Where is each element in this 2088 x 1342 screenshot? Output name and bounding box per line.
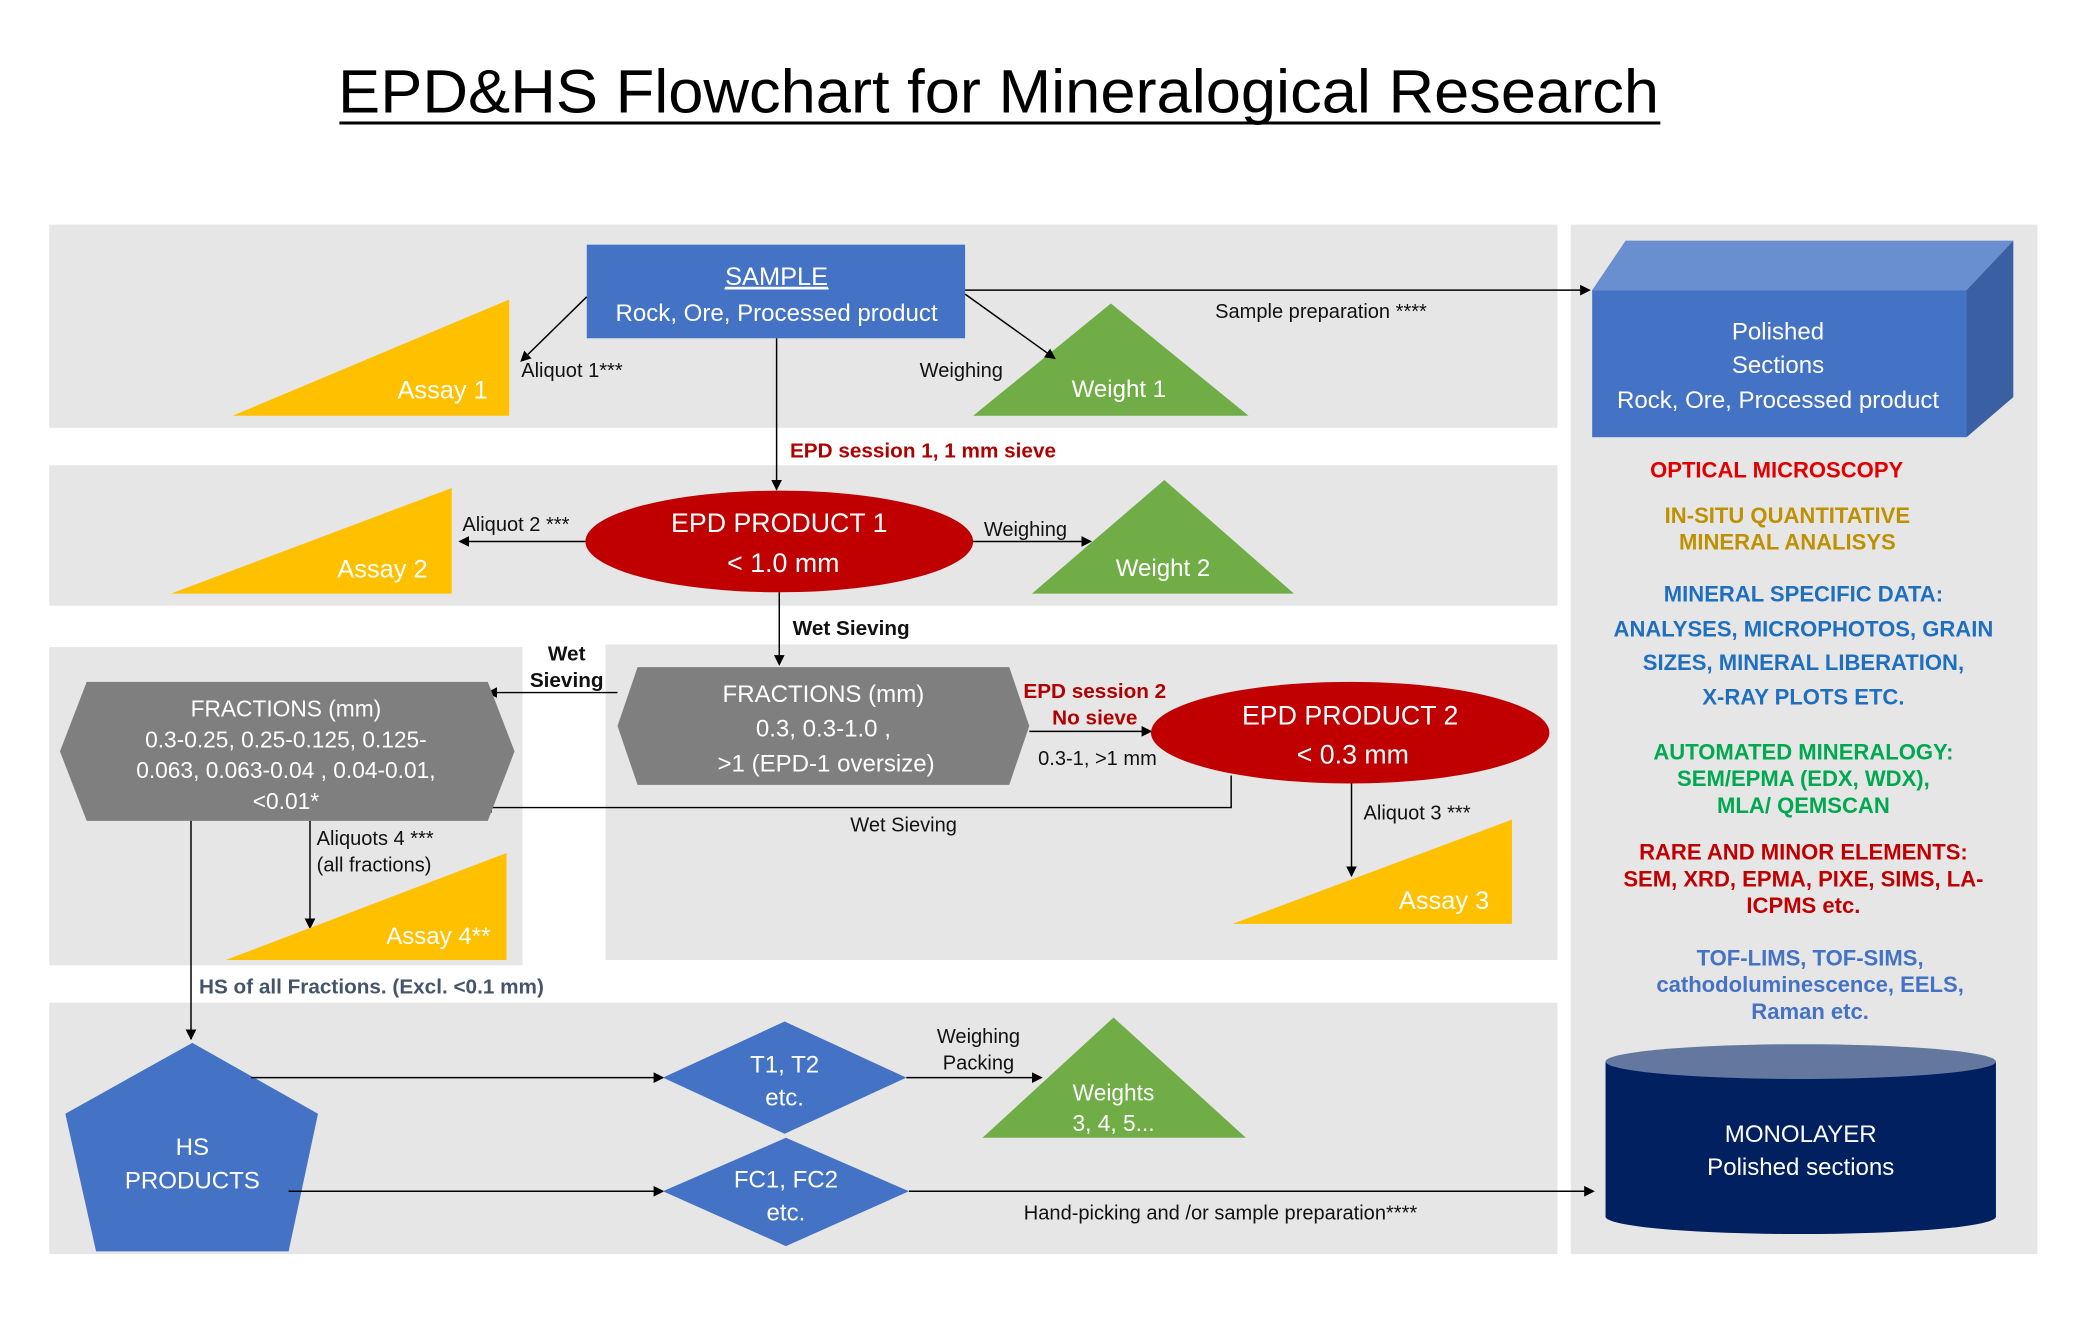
fc-products-line1: FC1, FC2	[734, 1166, 838, 1193]
weight1-node[interactable]: Weight 1	[973, 303, 1249, 416]
method-optical: OPTICAL MICROSCOPY	[1650, 457, 1903, 482]
wet-sieving-left-line2: Sieving	[530, 669, 604, 692]
sample-node[interactable]: SAMPLE Rock, Ore, Processed product	[586, 244, 966, 339]
method-mineral-line2: ANALYSES, MICROPHOTOS, GRAIN	[1614, 616, 1994, 641]
fractions-mid-line2: 0.3, 0.3-1.0 ,	[756, 716, 891, 743]
wet-sieving-main-label: Wet Sieving	[793, 617, 910, 640]
fractions-mid-node[interactable]: FRACTIONS (mm) 0.3, 0.3-1.0 , >1 (EPD-1 …	[617, 667, 1030, 785]
fractions-left-line3: 0.063, 0.063-0.04 , 0.04-0.01,	[136, 757, 435, 783]
fractions-left-line4: <0.01*	[253, 788, 319, 814]
wet-sieving-bottom-label: Wet Sieving	[850, 815, 957, 837]
method-mineral-line3: SIZES, MINERAL LIBERATION,	[1643, 650, 1964, 675]
epd-product1-line1: EPD PRODUCT 1	[671, 508, 887, 538]
method-insitu-line2: MINERAL ANALISYS	[1679, 530, 1896, 555]
arrow-sample-to-assay1	[520, 296, 588, 362]
sample-heading: SAMPLE	[725, 263, 828, 291]
fractions-mid-line1: FRACTIONS (mm)	[723, 681, 925, 708]
weighing2-label: Weighing	[984, 519, 1067, 541]
monolayer-node[interactable]: MONOLAYER Polished sections	[1605, 1044, 1996, 1235]
polished-sections-node[interactable]: Polished Sections Rock, Ore, Processed p…	[1592, 240, 2014, 438]
hs-products-line1: HS	[176, 1134, 209, 1161]
method-tof-line1: TOF-LIMS, TOF-SIMS,	[1697, 945, 1924, 970]
t-products-line1: T1, T2	[750, 1051, 819, 1078]
hs-products-node[interactable]: HS PRODUCTS	[65, 1042, 319, 1252]
assay4-label: Assay 4**	[386, 923, 490, 950]
method-automated-line2: SEM/EPMA (EDX, WDX),	[1677, 766, 1930, 791]
polished-line2: Sections	[1732, 352, 1824, 379]
method-rare-line3: ICPMS etc.	[1746, 893, 1860, 918]
fc-products-line2: etc.	[767, 1200, 806, 1227]
epd-product2-node[interactable]: EPD PRODUCT 2 < 0.3 mm	[1150, 681, 1550, 784]
handpicking-label: Hand-picking and /or sample preparation*…	[1024, 1202, 1418, 1224]
aliquot2-label: Aliquot 2 ***	[462, 514, 569, 536]
wet-sieving-left-line1: Wet	[548, 642, 586, 665]
weight1-label: Weight 1	[1072, 376, 1166, 403]
polished-line3: Rock, Ore, Processed product	[1617, 387, 1939, 414]
aliquot3-label: Aliquot 3 ***	[1364, 803, 1471, 825]
aliquots4-line1: Aliquots 4 ***	[317, 828, 434, 850]
to-epd2-label: 0.3-1, >1 mm	[1038, 748, 1157, 770]
method-tof-line3: Raman etc.	[1751, 999, 1869, 1024]
weight2-label: Weight 2	[1116, 555, 1210, 582]
t-products-node[interactable]: T1, T2 etc.	[662, 1021, 907, 1134]
arrow-sample-to-weight1	[964, 293, 1056, 360]
weight2-node[interactable]: Weight 2	[1031, 479, 1295, 594]
epd-session1-label: EPD session 1, 1 mm sieve	[790, 439, 1056, 462]
weighing-packing-line1: Weighing	[937, 1026, 1020, 1048]
methods-list: OPTICAL MICROSCOPY IN-SITU QUANTITATIVE …	[1614, 457, 1994, 1023]
weighing-packing-line2: Packing	[943, 1053, 1014, 1075]
weights345-line1: Weights	[1073, 1079, 1155, 1105]
epd-session2-line2: No sieve	[1052, 707, 1137, 730]
weights345-line2: 3, 4, 5...	[1072, 1110, 1154, 1136]
fractions-mid-line3: >1 (EPD-1 oversize)	[717, 750, 934, 777]
method-rare-line2: SEM, XRD, EPMA, PIXE, SIMS, LA-	[1623, 866, 1983, 891]
t-products-line2: etc.	[765, 1085, 804, 1112]
fractions-left-line2: 0.3-0.25, 0.25-0.125, 0.125-	[145, 726, 427, 752]
polished-line1: Polished	[1732, 319, 1824, 346]
arrow-epd2-to-fractions-left	[481, 775, 1232, 813]
sample-subtitle: Rock, Ore, Processed product	[616, 300, 938, 327]
epd-product2-line2: < 0.3 mm	[1297, 739, 1409, 769]
fractions-left-node[interactable]: FRACTIONS (mm) 0.3-0.25, 0.25-0.125, 0.1…	[59, 681, 515, 821]
method-automated-line3: MLA/ QEMSCAN	[1717, 793, 1890, 818]
epd-product1-node[interactable]: EPD PRODUCT 1 < 1.0 mm	[585, 490, 974, 593]
assay3-label: Assay 3	[1399, 887, 1489, 915]
method-mineral-line4: X-RAY PLOTS ETC.	[1702, 685, 1904, 710]
monolayer-line1: MONOLAYER	[1725, 1121, 1877, 1148]
epd-session2-line1: EPD session 2	[1023, 680, 1166, 703]
monolayer-line2: Polished sections	[1707, 1154, 1894, 1181]
assay1-label: Assay 1	[397, 376, 487, 404]
aliquots4-line2: (all fractions)	[317, 855, 432, 877]
method-mineral-line1: MINERAL SPECIFIC DATA:	[1664, 582, 1943, 607]
fc-products-node[interactable]: FC1, FC2 etc.	[662, 1137, 909, 1247]
hs-products-line2: PRODUCTS	[125, 1168, 260, 1195]
hs-all-label: HS of all Fractions. (Excl. <0.1 mm)	[199, 975, 544, 998]
sample-prep-label: Sample preparation ****	[1215, 301, 1427, 323]
method-automated-line1: AUTOMATED MINERALOGY:	[1653, 739, 1953, 764]
method-rare-line1: RARE AND MINOR ELEMENTS:	[1639, 840, 1968, 865]
method-tof-line2: cathodoluminescence, EELS,	[1656, 972, 1964, 997]
assay2-label: Assay 2	[337, 556, 427, 584]
epd-product2-line1: EPD PRODUCT 2	[1242, 701, 1458, 731]
aliquot1-label: Aliquot 1***	[521, 360, 623, 382]
method-insitu-line1: IN-SITU QUANTITATIVE	[1665, 503, 1910, 528]
weighing1-label: Weighing	[920, 360, 1003, 382]
page-title: EPD&HS Flowchart for Mineralogical Resea…	[338, 57, 1659, 126]
fractions-left-line1: FRACTIONS (mm)	[191, 696, 382, 722]
epd-product1-line2: < 1.0 mm	[727, 548, 839, 578]
weights345-node[interactable]: Weights 3, 4, 5...	[982, 1017, 1246, 1138]
